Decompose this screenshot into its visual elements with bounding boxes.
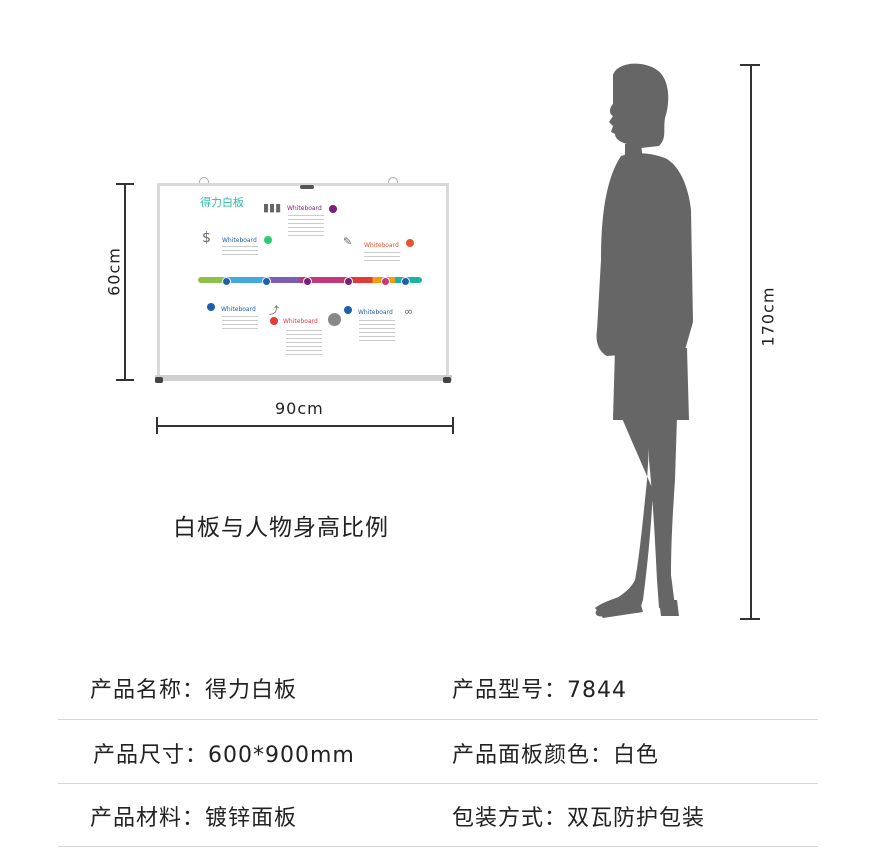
width-dimension-tick-right — [452, 417, 454, 434]
person-height-tick-bottom — [740, 618, 760, 620]
spec-divider — [58, 783, 818, 784]
board-dot — [344, 306, 352, 314]
width-dimension-label: 90cm — [275, 399, 324, 418]
timeline-dot — [262, 276, 271, 286]
board-item-label: Whiteboard — [221, 306, 256, 313]
board-text-lines — [288, 215, 324, 237]
person-silhouette — [595, 63, 693, 618]
marker-holder — [300, 185, 314, 189]
board-item-label: Whiteboard — [283, 318, 318, 325]
board-dot — [406, 239, 414, 247]
spec-divider — [58, 719, 818, 720]
board-item-label: Whiteboard — [364, 242, 399, 249]
timeline-dot — [303, 276, 312, 286]
trend-line-icon: ⤴ — [269, 306, 279, 317]
height-dimension-tick-top — [116, 183, 134, 185]
board-text-lines — [364, 252, 400, 262]
height-dimension-label: 60cm — [104, 247, 124, 296]
board-dot — [207, 303, 215, 311]
person-height-label: 170cm — [758, 286, 778, 347]
board-item-label: Whiteboard — [222, 237, 257, 244]
spec-product-name: 产品名称：得力白板 — [90, 678, 298, 703]
wheel-left — [155, 377, 163, 383]
timeline-dot — [344, 276, 353, 286]
person-height-tick-top — [740, 64, 760, 66]
board-dot — [270, 317, 278, 325]
spec-divider — [58, 846, 818, 847]
spec-material: 产品材料：镀锌面板 — [90, 806, 298, 831]
spec-product-size: 产品尺寸：600*900mm — [93, 743, 355, 768]
board-text-lines — [286, 330, 322, 358]
board-dot — [329, 205, 337, 213]
wheel-right — [443, 377, 451, 383]
pie-icon — [328, 313, 341, 326]
height-dimension-tick-bottom — [116, 379, 134, 381]
timeline-dot — [381, 276, 390, 286]
diagram-caption: 白板与人物身高比例 — [173, 515, 389, 541]
board-text-lines — [222, 246, 258, 258]
spec-packaging: 包装方式：双瓦防护包装 — [452, 806, 706, 831]
bar-chart-icon: ▮▮▮ — [263, 201, 282, 214]
board-text-lines — [359, 320, 395, 344]
timeline-dot — [401, 276, 410, 286]
width-dimension-tick-left — [156, 417, 158, 434]
whiteboard-tray — [155, 375, 452, 381]
timeline-dot — [222, 276, 231, 286]
board-item-label: Whiteboard — [358, 309, 393, 316]
link-icon: ∞ — [404, 305, 414, 318]
wrench-icon: ✎ — [343, 235, 353, 248]
board-text-lines — [222, 316, 258, 330]
board-dot — [264, 236, 272, 244]
person-height-dimension-line — [750, 64, 752, 619]
spec-panel-color: 产品面板颜色：白色 — [452, 743, 660, 768]
height-dimension-line — [124, 183, 126, 380]
dollar-icon: $ — [202, 230, 211, 246]
width-dimension-line — [156, 425, 453, 427]
board-item-label: Whiteboard — [287, 205, 322, 212]
spec-product-model: 产品型号：7844 — [452, 678, 627, 703]
board-title: 得力白板 — [200, 196, 244, 209]
